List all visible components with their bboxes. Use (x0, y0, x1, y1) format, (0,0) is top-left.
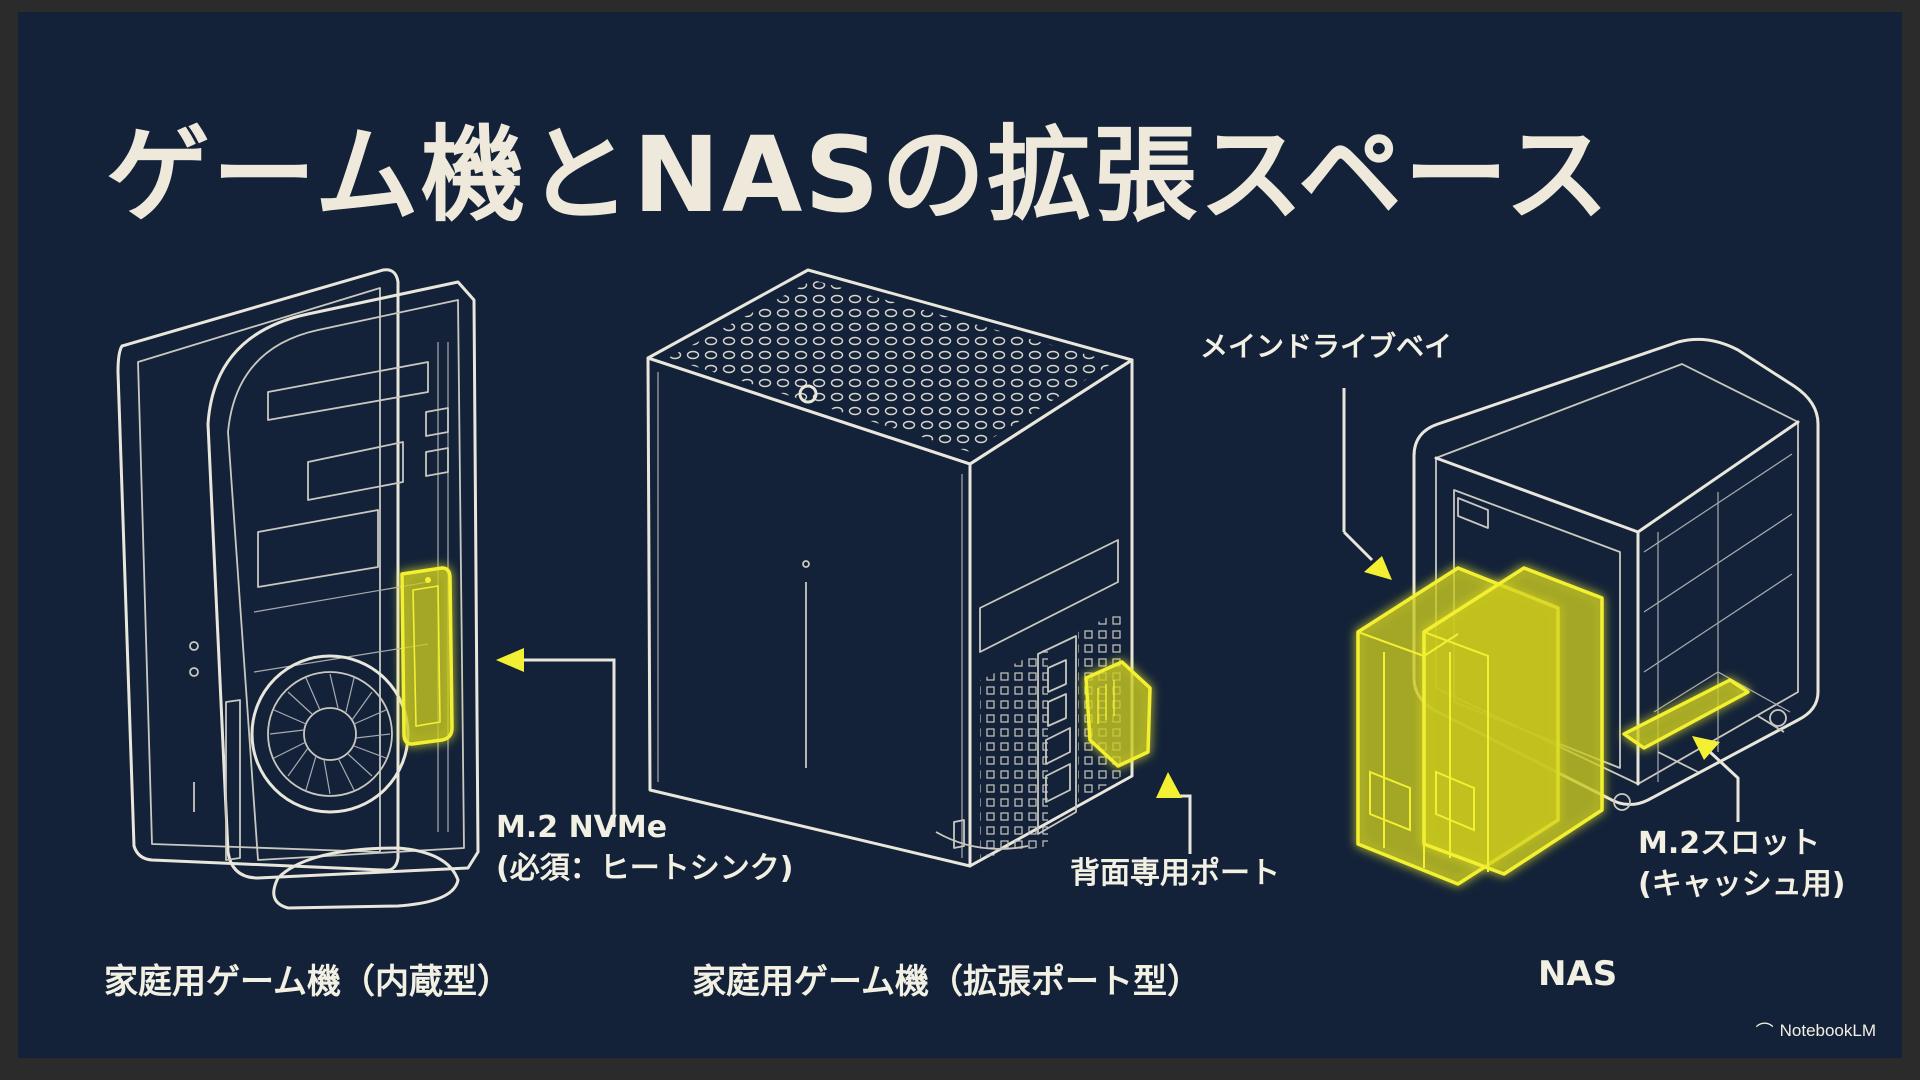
m2-nvme-callout: M.2 NVMe (必須：ヒートシンク) (496, 808, 793, 889)
drive-bay-callout: メインドライブベイ (1200, 328, 1452, 366)
caption-expansion-console: 家庭用ゲーム機（拡張ポート型） (692, 954, 1201, 1003)
console-expansion-illustration (648, 270, 1190, 866)
rear-port-callout: 背面専用ポート (1070, 854, 1280, 895)
caption-nas: NAS (1538, 954, 1617, 994)
callout-line: (キャッシュ用) (1638, 865, 1845, 906)
brand-label: NotebookLM (1780, 1021, 1876, 1041)
illustration-canvas (18, 12, 1902, 1058)
callout-line: 背面専用ポート (1070, 854, 1280, 895)
m2-slot-callout: M.2スロット (キャッシュ用) (1638, 824, 1845, 905)
nas-illustration (1344, 339, 1818, 884)
brand-watermark: ⌒ NotebookLM (1756, 1018, 1876, 1044)
caption-internal-console: 家庭用ゲーム機（内蔵型） (104, 954, 511, 1003)
callout-line: M.2スロット (1638, 824, 1845, 865)
callout-line: (必須：ヒートシンク) (496, 849, 793, 890)
notebooklm-logo-icon: ⌒ (1756, 1018, 1774, 1044)
slide: ゲーム機とNASの拡張スペース (18, 12, 1902, 1058)
callout-line: M.2 NVMe (496, 808, 793, 849)
